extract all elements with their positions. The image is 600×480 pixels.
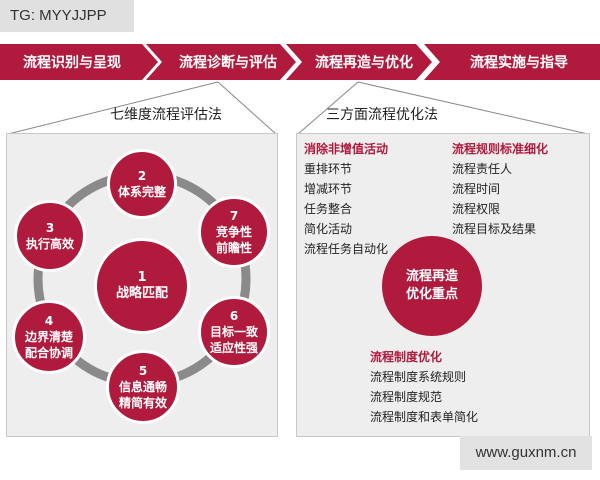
node-info-flow: 5 信息通畅 精简有效 [106, 350, 180, 424]
center-node-strategy: 1 战略匹配 [94, 238, 190, 334]
node-number: 3 [45, 221, 55, 235]
node-label: 边界清楚 [24, 330, 73, 344]
list-item: 流程任务自动化 [304, 242, 389, 256]
group-title-rules: 流程规则标准细化 [452, 142, 549, 156]
list-item: 流程目标及结果 [452, 222, 537, 236]
node-execution: 3 执行高效 [14, 200, 86, 272]
node-label: 精简有效 [118, 396, 167, 410]
list-item: 简化活动 [304, 222, 353, 236]
node-number: 7 [229, 209, 239, 223]
optimization-focus-node: 流程再造 优化重点 [382, 236, 482, 336]
group-title-eliminate: 消除非增值活动 [304, 142, 389, 156]
step-label: 流程识别与呈现 [23, 55, 121, 71]
node-label: 流程再造 [405, 269, 458, 284]
node-goal-consistent: 6 目标一致 适应性强 [198, 296, 270, 368]
right-caption: 三方面流程优化法 [326, 107, 438, 123]
step-label: 流程再造与优化 [315, 55, 413, 71]
list-item: 流程时间 [452, 182, 501, 196]
watermark-bottom-right: www.guxnm.cn [460, 436, 592, 470]
node-label: 体系完整 [117, 185, 166, 199]
node-label: 配合协调 [24, 346, 73, 360]
list-item: 流程制度系统规则 [370, 370, 467, 384]
node-label: 战略匹配 [115, 286, 168, 301]
step-label: 流程实施与指导 [470, 55, 568, 71]
left-caption: 七维度流程评估法 [110, 107, 222, 123]
node-label: 信息通畅 [118, 380, 167, 394]
step-identify: 流程识别与呈现 [0, 44, 158, 80]
node-number: 4 [44, 314, 54, 328]
list-item: 流程制度和表单简化 [370, 410, 479, 424]
node-system-complete: 2 体系完整 [107, 149, 177, 219]
node-label: 竞争性 [215, 225, 252, 239]
node-number: 2 [137, 169, 147, 183]
list-item: 增减环节 [304, 182, 353, 196]
step-implement: 流程实施与指导 [424, 44, 600, 80]
list-item: 流程权限 [452, 202, 501, 216]
step-diagnose: 流程诊断与评估 [146, 44, 296, 80]
group-title-policy: 流程制度优化 [370, 350, 443, 364]
watermark-top-left: TG: MYYJJPP [0, 0, 134, 32]
node-number: 5 [138, 364, 148, 378]
list-item: 流程制度规范 [370, 390, 443, 404]
step-reengineer: 流程再造与优化 [286, 44, 432, 80]
node-number: 6 [229, 309, 239, 323]
node-label: 前瞻性 [215, 241, 252, 255]
node-competitive: 7 竞争性 前瞻性 [198, 196, 270, 268]
node-label: 适应性强 [209, 341, 258, 355]
list-item: 流程责任人 [452, 162, 513, 176]
node-label: 目标一致 [209, 325, 258, 339]
node-label: 优化重点 [405, 287, 458, 302]
node-number: 1 [137, 270, 147, 285]
step-label: 流程诊断与评估 [179, 55, 277, 71]
node-boundary: 4 边界清楚 配合协调 [12, 300, 86, 374]
node-label: 执行高效 [25, 237, 74, 251]
list-item: 任务整合 [304, 202, 353, 216]
list-item: 重排环节 [304, 162, 353, 176]
